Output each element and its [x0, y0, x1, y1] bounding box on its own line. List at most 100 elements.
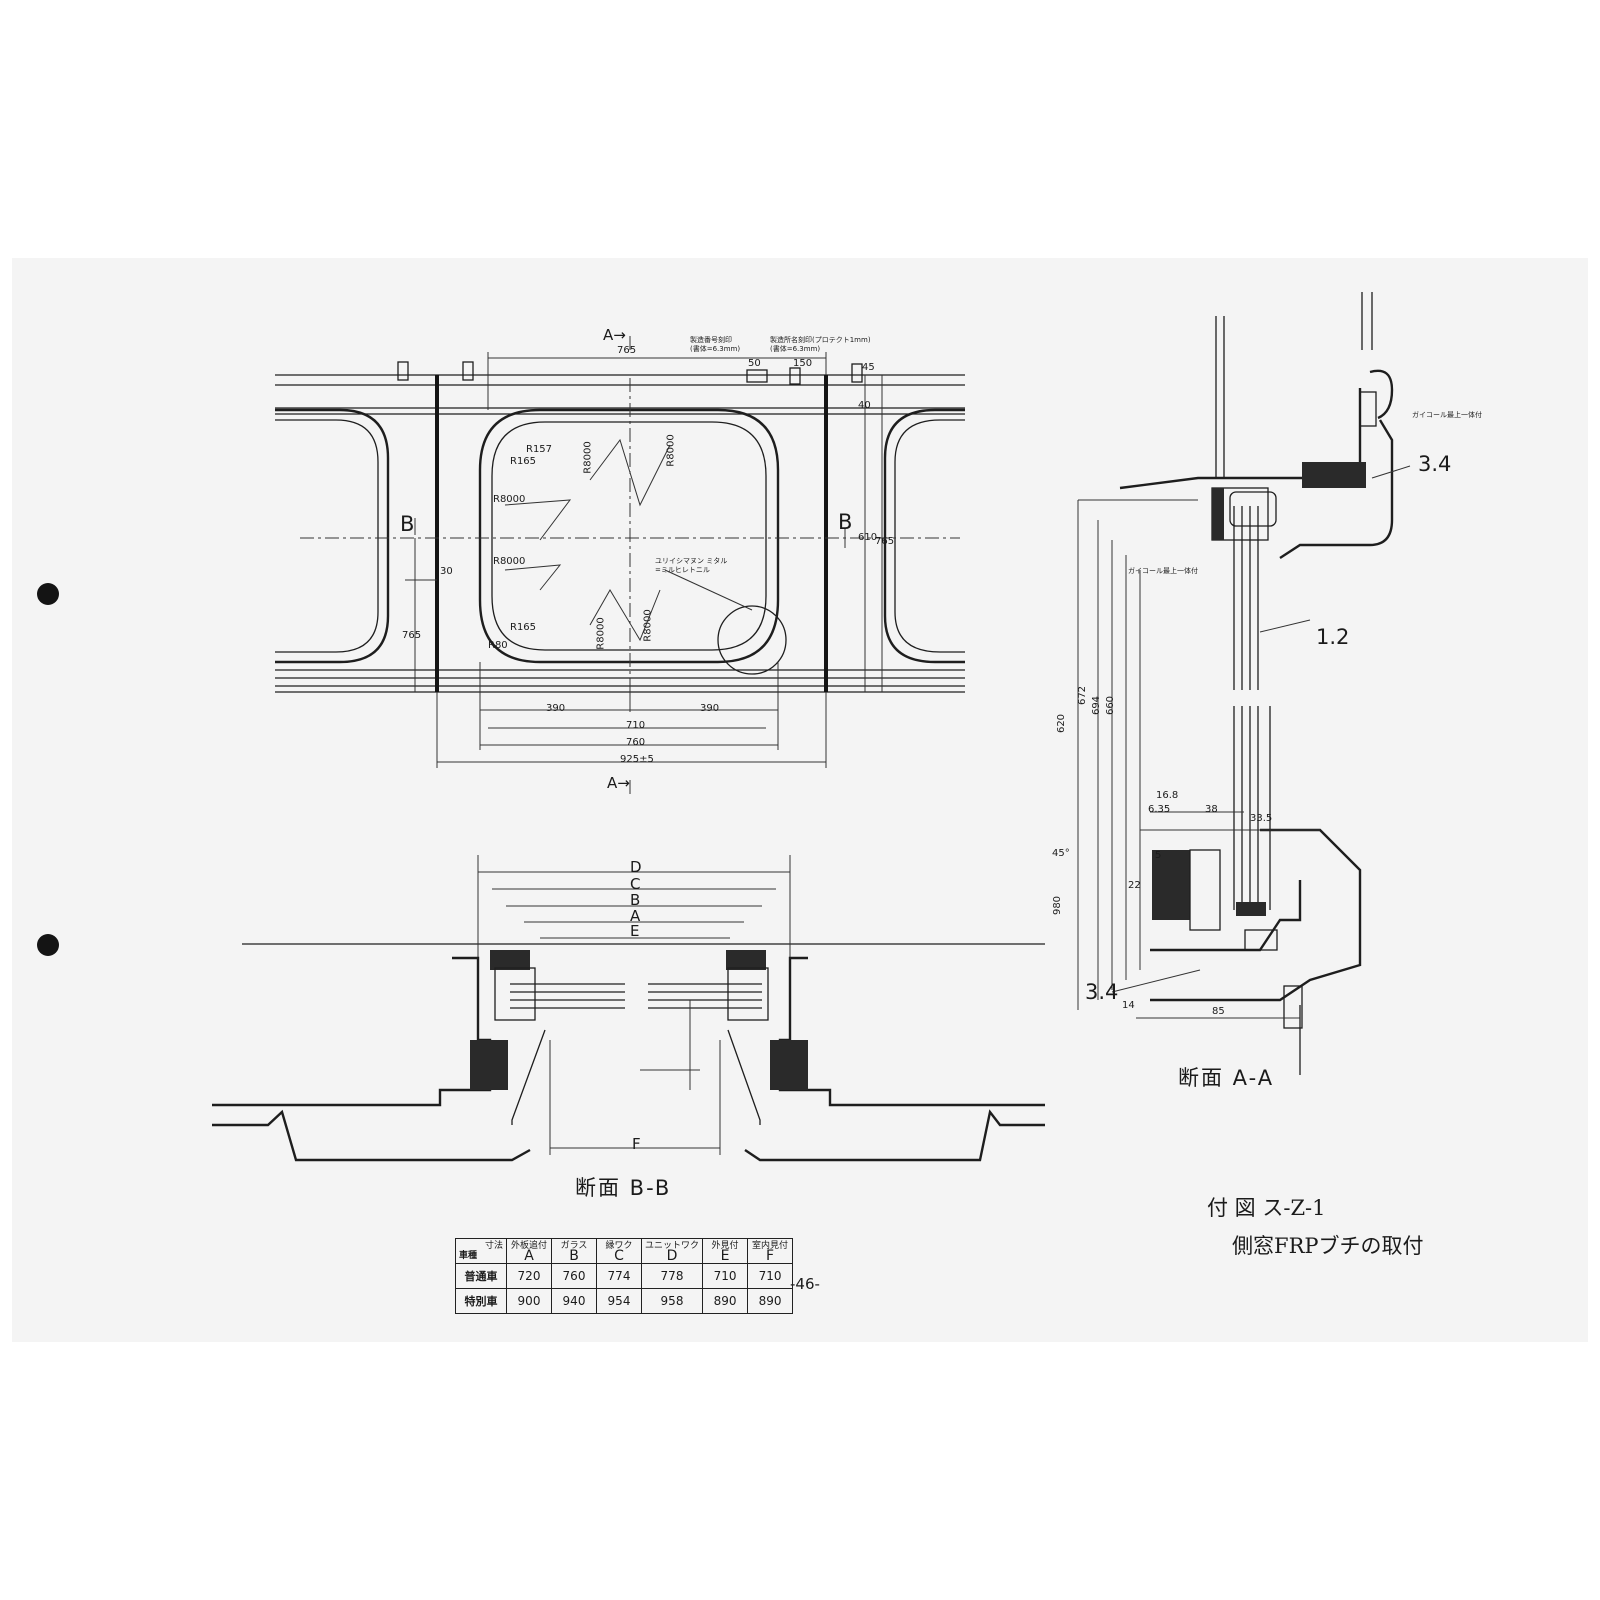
radius-r157: R157	[526, 444, 553, 455]
figure-description: 側窓FRPブチの取付	[1232, 1234, 1424, 1258]
dim-765-right: 765	[875, 536, 895, 547]
dim-a-a-16-8: 16.8	[1156, 790, 1179, 801]
col-letter: A	[524, 1248, 534, 1264]
callout-3-4-top: 3.4	[1418, 452, 1452, 476]
section-mark-b-right: B	[838, 510, 853, 534]
table-cell: 710	[747, 1263, 794, 1289]
callout-1-2: 1.2	[1316, 625, 1350, 649]
section-a-a-drawing	[1077, 292, 1411, 1075]
table-cell: 954	[596, 1288, 642, 1314]
table-corner-bottom: 車種	[459, 1251, 478, 1261]
section-a-a-title: 断面 A-A	[1178, 1066, 1275, 1090]
figure-number: 付 図 ス-Z-1	[1207, 1196, 1326, 1220]
table-corner-top: 寸法	[484, 1241, 503, 1251]
dim-390-right: 390	[700, 703, 720, 714]
dim-letter-c: C	[630, 875, 641, 893]
dim-a-a-980: 980	[1052, 895, 1064, 916]
dim-610: 610	[858, 532, 878, 543]
table-cell: 890	[702, 1288, 749, 1314]
note-a-a-top: ガイコール最上一体付	[1412, 411, 1482, 419]
section-b-b-drawing	[212, 855, 1045, 1162]
dim-a-a-45deg: 45°	[1052, 848, 1070, 859]
table-cell: 774	[596, 1263, 642, 1289]
row-label: 特別車	[455, 1288, 507, 1314]
table-cell: 890	[747, 1288, 794, 1314]
section-mark-a-bottom: A→	[607, 774, 630, 792]
radius-r8000-1: R8000	[493, 494, 526, 505]
dim-letter-d: D	[630, 858, 642, 876]
radius-r80: R80	[488, 640, 508, 651]
note-center: ユリイシマヌン ミタル =ミルヒレトニル	[655, 557, 728, 574]
table-cell: 710	[702, 1263, 749, 1289]
table-cell: 900	[506, 1288, 552, 1314]
table-cell: 720	[506, 1263, 552, 1289]
dim-a-a-33-5: 33.5	[1250, 813, 1273, 824]
dim-710: 710	[626, 720, 646, 731]
dim-a-a-85: 85	[1212, 1006, 1225, 1017]
dim-a-a-672: 672	[1077, 685, 1089, 706]
col-label: 室内見付	[752, 1241, 789, 1251]
table-cell: 940	[551, 1288, 597, 1314]
col-label: ガラス	[560, 1241, 588, 1251]
dim-letter-b: B	[630, 891, 641, 909]
table-cell: 958	[640, 1288, 704, 1314]
table-corner: 寸法 車種	[455, 1238, 507, 1264]
radius-r8000-6: R8000	[642, 609, 654, 642]
note-maker-stamp: 製造所名刻印(プロテクト1mm) (書体=6.3mm)	[770, 336, 871, 353]
section-mark-a-top: A→	[603, 326, 626, 344]
col-letter: E	[720, 1248, 730, 1264]
dim-45: 45	[862, 362, 875, 373]
callout-3-4-bottom: 3.4	[1085, 980, 1119, 1004]
dim-letter-e: E	[630, 922, 640, 940]
dim-a-a-6-35: 6.35	[1148, 804, 1171, 815]
row-label: 普通車	[455, 1263, 507, 1289]
table-row: 特別車 900 940 954 958 890 890	[455, 1288, 794, 1314]
note-serial-stamp: 製造番号刻印 (書体=6.3mm)	[690, 336, 741, 353]
dim-a-a-694: 694	[1091, 695, 1103, 716]
dim-760: 760	[626, 737, 646, 748]
col-label: 外見付	[711, 1241, 739, 1251]
col-label: 外板追付	[510, 1241, 547, 1251]
binder-hole-top	[37, 583, 59, 605]
dim-390-left: 390	[546, 703, 566, 714]
radius-r165-top: R165	[510, 456, 537, 467]
table-cell: 760	[551, 1263, 597, 1289]
dim-40: 40	[858, 400, 871, 411]
radius-r8000-3: R8000	[582, 441, 594, 474]
col-label: ユニットワク	[645, 1241, 700, 1251]
page-number: -46-	[790, 1275, 820, 1293]
col-letter: F	[765, 1248, 775, 1264]
dim-150: 150	[793, 358, 813, 369]
dim-50: 50	[748, 358, 761, 369]
dim-letter-f: F	[632, 1135, 641, 1153]
radius-r8000-4: R8000	[665, 434, 677, 467]
col-label: 縁ワク	[605, 1241, 633, 1251]
table-row: 普通車 720 760 774 778 710 710	[455, 1263, 794, 1289]
section-mark-b-left: B	[400, 512, 415, 536]
dim-letter-a: A	[630, 907, 641, 925]
dim-a-a-620: 620	[1056, 713, 1068, 734]
radius-r165-bottom: R165	[510, 622, 537, 633]
note-a-a-left: ガイコール最上一体付	[1128, 567, 1198, 575]
dim-765-top: 765	[617, 345, 637, 356]
drawing-sheet	[12, 258, 1588, 1342]
dim-a-a-660: 660	[1105, 695, 1117, 716]
dim-925: 925±5	[620, 754, 654, 765]
dim-765-left: 765	[402, 630, 422, 641]
col-letter: C	[614, 1248, 624, 1264]
dim-30: 30	[440, 566, 453, 577]
binder-hole-bottom	[37, 934, 59, 956]
dim-a-a-14: 14	[1122, 1000, 1135, 1011]
col-letter: B	[569, 1248, 579, 1264]
col-letter: D	[666, 1248, 678, 1264]
dim-a-a-22: 22	[1128, 880, 1141, 891]
dim-a-a-5: 5	[1155, 850, 1162, 861]
